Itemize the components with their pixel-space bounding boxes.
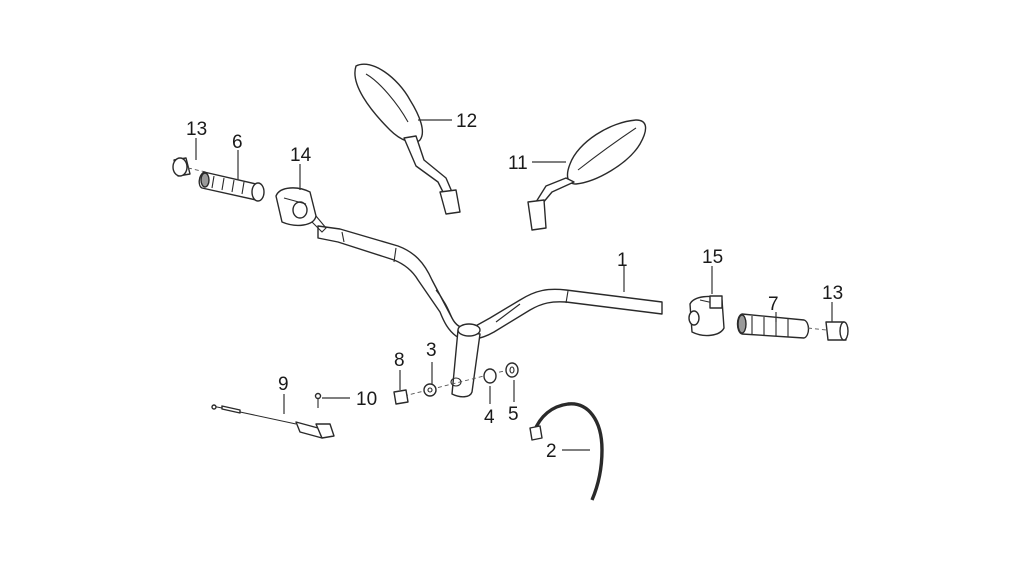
throttle-cable [211, 404, 335, 439]
callout-11: 11 [508, 153, 528, 174]
callout-labels: 1 2 3 4 5 6 7 8 9 10 11 12 13 13 14 15 [186, 111, 843, 462]
callout-6: 6 [232, 132, 243, 153]
handlebar [317, 225, 663, 341]
cable-screw [314, 392, 322, 408]
clamp-hardware [393, 362, 519, 405]
callout-13-right: 13 [822, 283, 843, 304]
callout-8: 8 [394, 350, 405, 371]
callout-5: 5 [508, 404, 519, 425]
callout-3: 3 [426, 340, 437, 361]
handlebar-clamp [450, 323, 481, 398]
callout-9: 9 [278, 374, 289, 395]
left-switch-housing [275, 187, 327, 233]
callout-12: 12 [456, 111, 477, 132]
left-grip [198, 171, 265, 202]
left-bar-end-weight [172, 157, 207, 177]
right-bar-end-weight [825, 321, 849, 341]
right-switch-housing [688, 295, 725, 337]
brake-hose [529, 402, 604, 501]
callout-10: 10 [356, 389, 377, 410]
callout-2: 2 [546, 441, 557, 462]
callout-15: 15 [702, 247, 723, 268]
left-mirror [354, 63, 461, 215]
right-mirror [527, 119, 647, 231]
callout-14: 14 [290, 145, 312, 166]
right-grip [736, 313, 827, 339]
leader-lines [195, 119, 833, 451]
callout-1: 1 [617, 250, 628, 271]
callout-7: 7 [768, 294, 779, 315]
callout-4: 4 [484, 407, 495, 428]
callout-13-left: 13 [186, 119, 207, 140]
